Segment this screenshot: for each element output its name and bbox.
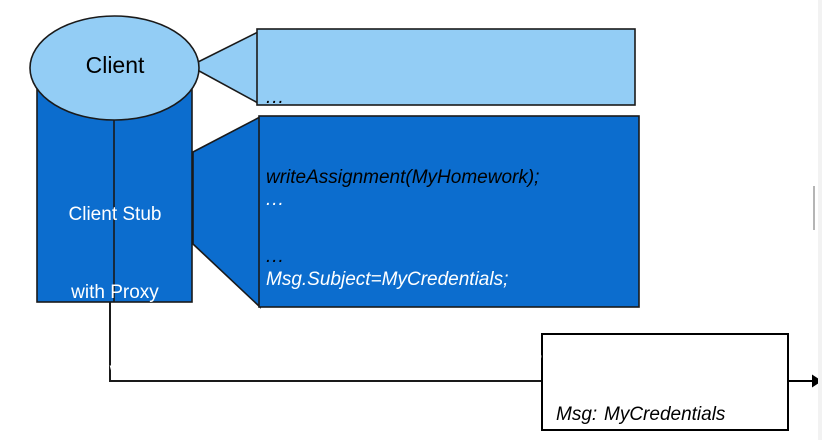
stub-code-callout-box [258, 115, 640, 308]
right-edge-strip [818, 0, 822, 440]
message-box [541, 333, 789, 431]
client-ellipse [29, 15, 200, 121]
stub-callout-tail [192, 115, 261, 309]
client-callout-tail [188, 30, 259, 105]
client-code-callout-box [256, 28, 636, 106]
